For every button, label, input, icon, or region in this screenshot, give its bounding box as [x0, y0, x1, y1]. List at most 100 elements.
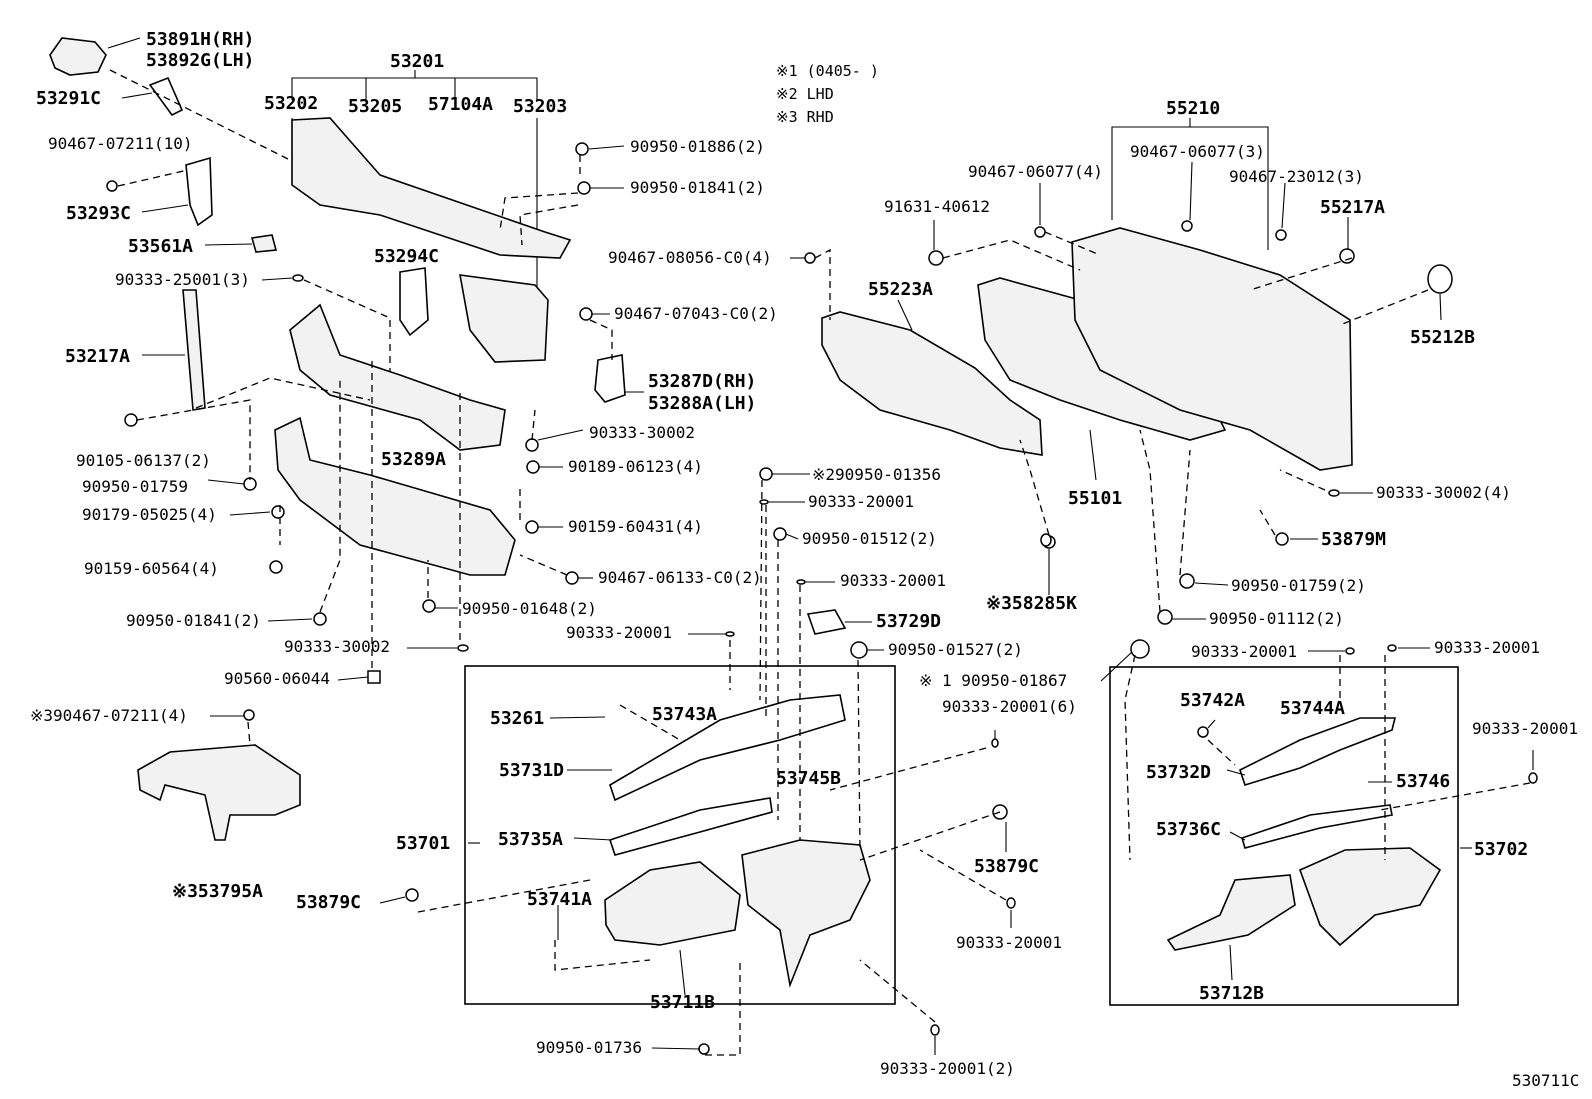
group-frame-53701 — [464, 665, 896, 1005]
part-53731d — [609, 694, 846, 802]
part-53202 — [291, 117, 572, 259]
part-53289a — [274, 416, 516, 576]
label-55217a: 55217A — [1320, 197, 1385, 218]
leader-lines — [107, 37, 1534, 1055]
label-53744a: 53744A — [1280, 698, 1345, 719]
label-90467-23012: 90467-23012(3) — [1229, 167, 1364, 186]
label-53561a: 53561A — [128, 236, 193, 257]
note-3: ※3 RHD — [776, 108, 834, 126]
label-90950-01112: 90950-01112(2) — [1209, 609, 1344, 628]
label-90189-06123: 90189-06123(4) — [568, 457, 703, 476]
part-53205-lower — [289, 303, 506, 451]
label-53742a: 53742A — [1180, 690, 1245, 711]
label-53291c: 53291C — [36, 88, 101, 109]
label-53731d: 53731D — [499, 760, 564, 781]
label-53879m: 53879M — [1321, 529, 1386, 550]
label-53879c-a: 53879C — [296, 892, 361, 913]
diagram-code: 530711C — [1512, 1071, 1579, 1090]
label-55210: 55210 — [1166, 98, 1220, 119]
label-90333-20001-e: 90333-20001 — [1434, 638, 1540, 657]
label-53743a: 53743A — [652, 704, 717, 725]
fasteners — [106, 142, 1355, 1055]
label-53711b: 53711B — [650, 992, 715, 1013]
part-53287d — [594, 354, 626, 403]
label-53746: 53746 — [1396, 771, 1450, 792]
label-90333-20001-f: 90333-20001 — [956, 933, 1062, 952]
label-53712b: 53712B — [1199, 983, 1264, 1004]
part-55223a — [821, 311, 1043, 456]
label-90950-01841-a: 90950-01841(2) — [126, 611, 261, 630]
group-frame-53702 — [1109, 666, 1459, 1006]
part-53732d — [1239, 717, 1397, 786]
label-55223a: 55223A — [868, 279, 933, 300]
label-90950-01867: ※ 1 90950-01867 — [919, 671, 1067, 690]
label-90950-01886: 90950-01886(2) — [630, 137, 765, 156]
label-53217a: 53217A — [65, 346, 130, 367]
label-90333-30002-4: 90333-30002(4) — [1376, 483, 1511, 502]
label-53203: 53203 — [513, 96, 567, 117]
part-53217a — [182, 289, 206, 411]
part-53561a — [250, 234, 278, 253]
label-90950-01736: 90950-01736 — [536, 1038, 642, 1057]
part-53291c — [148, 76, 184, 117]
label-53287d: 53287D(RH) — [648, 371, 756, 392]
label-90333-30002-b: 90333-30002 — [589, 423, 695, 442]
label-53202: 53202 — [264, 93, 318, 114]
label-53745b: 53745B — [776, 768, 841, 789]
label-53261: 53261 — [490, 708, 544, 729]
part-55212b — [1427, 264, 1453, 294]
label-90179-05025: 90179-05025(4) — [82, 505, 217, 524]
label-90950-01356: ※290950-01356 — [812, 465, 941, 484]
label-90950-01648: 90950-01648(2) — [462, 599, 597, 618]
label-90467-06077-4: 90467-06077(4) — [968, 162, 1103, 181]
bracket-53201 — [291, 70, 538, 290]
label-90950-01841-b: 90950-01841(2) — [630, 178, 765, 197]
label-58285k: ※358285K — [986, 593, 1077, 614]
label-53736c: 53736C — [1156, 819, 1221, 840]
label-90950-01759-a: 90950-01759 — [82, 477, 188, 496]
part-53712b — [1166, 874, 1296, 951]
label-53741a: 53741A — [527, 889, 592, 910]
label-53288a: 53288A(LH) — [648, 393, 756, 414]
label-57104a: 57104A — [428, 94, 493, 115]
label-53294c: 53294C — [374, 246, 439, 267]
label-53205: 53205 — [348, 96, 402, 117]
note-1: ※1 (0405- ) — [776, 62, 879, 80]
part-53735a — [608, 797, 773, 856]
label-90950-01527: 90950-01527(2) — [888, 640, 1023, 659]
label-90467-08056: 90467-08056-C0(4) — [608, 248, 772, 267]
label-90467-06077-3: 90467-06077(3) — [1130, 142, 1265, 161]
label-53729d: 53729D — [876, 611, 941, 632]
part-53203 — [459, 274, 549, 363]
label-90467-07211-4: ※390467-07211(4) — [30, 706, 188, 725]
label-53795a: ※353795A — [172, 881, 263, 902]
part-53795a — [137, 744, 301, 841]
part-55210 — [1071, 227, 1353, 471]
label-90333-20001-c: 90333-20001 — [566, 623, 672, 642]
label-53702: 53702 — [1474, 839, 1528, 860]
label-90159-60564: 90159-60564(4) — [84, 559, 219, 578]
label-53735a: 53735A — [498, 829, 563, 850]
part-53736c — [1241, 804, 1393, 849]
label-90333-20001-6: 90333-20001(6) — [942, 697, 1077, 716]
label-53201: 53201 — [390, 51, 444, 72]
bracket-55210 — [1111, 118, 1269, 250]
label-90950-01512: 90950-01512(2) — [802, 529, 937, 548]
label-90560-06044: 90560-06044 — [224, 669, 330, 688]
label-90467-07043: 90467-07043-C0(2) — [614, 304, 778, 323]
label-90333-30002-a: 90333-30002 — [284, 637, 390, 656]
label-91631-40612: 91631-40612 — [884, 197, 990, 216]
dashed-assembly-lines — [109, 69, 1531, 1056]
label-90467-06133: 90467-06133-C0(2) — [598, 568, 762, 587]
part-53702-strut — [1298, 847, 1442, 947]
label-90105-06137: 90105-06137(2) — [76, 451, 211, 470]
label-90333-20001-g: 90333-20001 — [1472, 719, 1578, 738]
label-90467-07211-10: 90467-07211(10) — [48, 134, 193, 153]
part-53711b — [604, 861, 741, 946]
label-90333-25001: 90333-25001(3) — [115, 270, 250, 289]
label-90950-01759-2: 90950-01759(2) — [1231, 576, 1366, 595]
label-55101: 55101 — [1068, 488, 1122, 509]
part-53701-strut — [741, 839, 871, 988]
label-53892g: 53892G(LH) — [146, 50, 254, 71]
